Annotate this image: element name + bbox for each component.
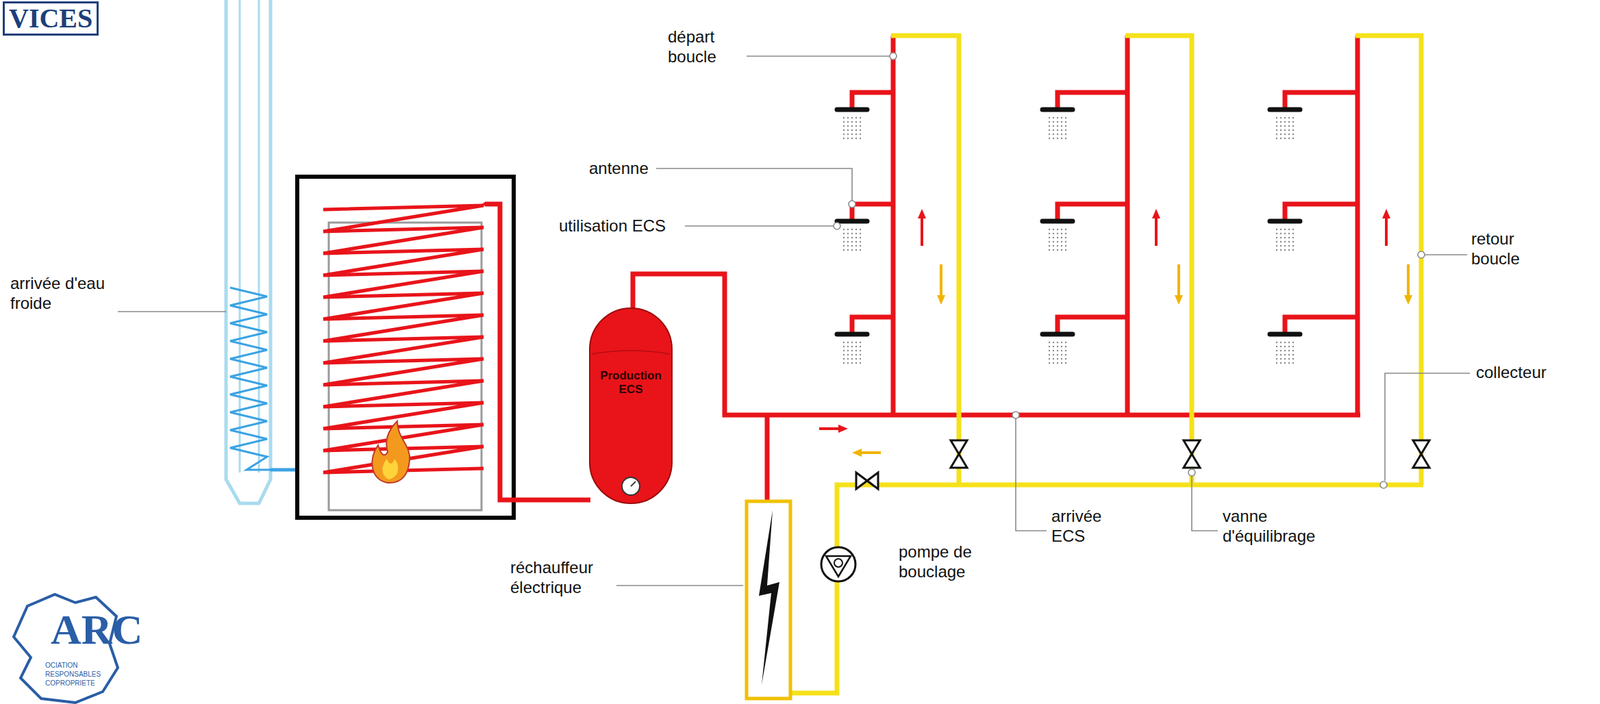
part-label: pompe de bouclage	[898, 542, 1002, 583]
hot-pipe	[484, 204, 591, 500]
storage-tank: Production ECS	[587, 306, 674, 506]
leader-dots	[833, 52, 1425, 489]
heating-coil	[323, 204, 488, 473]
tank-shape	[587, 306, 674, 506]
logo-text: ARC	[50, 608, 143, 651]
logo-text: RESPONSABLES	[45, 670, 101, 679]
hot-pipe	[632, 273, 1361, 416]
showers	[836, 92, 1358, 364]
electric-heater	[746, 501, 791, 699]
part-label: collecteur	[1476, 363, 1547, 383]
part-label: réchauffeur électrique	[510, 558, 614, 598]
part-label: arrivée d'eau froide	[10, 273, 127, 314]
return-loop	[791, 35, 1424, 694]
coil-stroke	[323, 205, 484, 473]
leader-lines	[117, 56, 1470, 586]
boiler-housing	[297, 176, 514, 518]
tank-label: Production ECS	[591, 369, 670, 396]
flame	[371, 421, 410, 483]
part-label: antenne	[589, 158, 649, 179]
flue	[226, 0, 271, 504]
part-label: retour boucle	[1471, 229, 1548, 270]
part-label: départ boucle	[667, 27, 745, 68]
cold-water-coil	[230, 287, 271, 470]
part-label: vanne d'équilibrage	[1222, 506, 1326, 547]
logo-text: COPROPRIETE	[45, 679, 96, 688]
logo-text: OCIATION	[45, 661, 79, 670]
circulation-pump	[821, 547, 856, 582]
part-label: arrivée ECS	[1051, 506, 1134, 547]
balancing-valves	[856, 440, 1430, 490]
flow-arrows	[819, 208, 1413, 457]
risers	[893, 35, 1358, 416]
header-tab: VICES	[2, 1, 99, 36]
part-label: utilisation ECS	[558, 216, 666, 237]
hot-pipe	[765, 415, 770, 500]
